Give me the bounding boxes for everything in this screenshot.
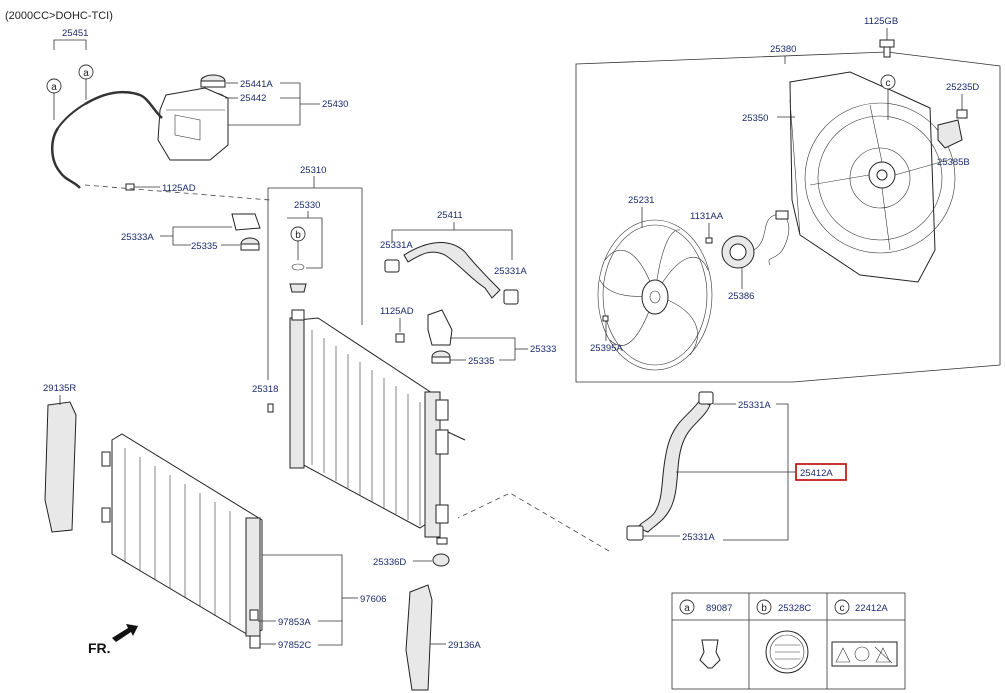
- bolt-1125ad-lower[interactable]: [395, 333, 405, 343]
- lower-hose-25412a[interactable]: [637, 399, 711, 533]
- legend-part-25328c[interactable]: 25328C: [778, 603, 811, 614]
- screw-25395a[interactable]: [602, 315, 609, 322]
- part-label-25350[interactable]: 25350: [742, 113, 768, 124]
- part-label-25331a-a[interactable]: 25331A: [380, 240, 413, 251]
- resistor-25385b[interactable]: [937, 119, 963, 149]
- part-label-29135r[interactable]: 29135R: [43, 383, 76, 394]
- part-label-1131aa[interactable]: 1131AA: [690, 211, 724, 222]
- part-label-25318[interactable]: 25318: [252, 384, 278, 395]
- part-label-25331a-b[interactable]: 25331A: [494, 266, 527, 277]
- fan-blade-25231[interactable]: [597, 219, 713, 371]
- hose-clamp-25331a-left[interactable]: [384, 259, 400, 273]
- part-label-25310[interactable]: 25310: [300, 165, 326, 176]
- part-label-25395a[interactable]: 25395A: [590, 343, 623, 354]
- part-label-25330[interactable]: 25330: [294, 200, 320, 211]
- legend-callout-c[interactable]: c: [834, 599, 850, 615]
- drain-plug-25318[interactable]: [267, 403, 274, 413]
- part-label-25411[interactable]: 25411: [437, 210, 463, 221]
- part-label-25386[interactable]: 25386: [728, 291, 754, 302]
- part-label-25331a-d[interactable]: 25331A: [682, 532, 715, 543]
- legend-part-89087[interactable]: 89087: [706, 603, 732, 614]
- svg-text:c: c: [840, 603, 845, 614]
- dashed-leader-hose: [84, 184, 271, 201]
- part-label-25331a-c[interactable]: 25331A: [738, 400, 771, 411]
- part-label-25451[interactable]: 25451: [62, 28, 88, 39]
- hose-clamp-25331a-right[interactable]: [503, 289, 519, 305]
- part-label-25412a[interactable]: 25412A: [800, 468, 833, 479]
- mount-25335-lower[interactable]: [431, 350, 451, 364]
- clip-89087-icon: [699, 639, 721, 669]
- callout-c[interactable]: c: [880, 74, 896, 90]
- connector-25235d[interactable]: [956, 94, 968, 119]
- svg-text:b: b: [761, 603, 767, 614]
- bolt-1125gb[interactable]: [879, 39, 895, 58]
- side-guard-29135r[interactable]: [44, 401, 77, 533]
- part-label-97606[interactable]: 97606: [360, 594, 386, 605]
- cap-seal-25330[interactable]: [289, 263, 307, 293]
- legend-callout-b[interactable]: b: [756, 599, 772, 615]
- label-sticker-25328c-icon: [765, 630, 809, 674]
- part-label-25235d[interactable]: 25235D: [946, 82, 979, 93]
- mount-25335-upper[interactable]: [240, 237, 260, 251]
- legend-callout-a[interactable]: a: [679, 599, 695, 615]
- part-label-25385b[interactable]: 25385B: [937, 157, 970, 168]
- warning-label-22412a-icon: [831, 641, 898, 667]
- svg-text:b: b: [295, 230, 301, 241]
- svg-text:a: a: [684, 603, 690, 614]
- callout-b[interactable]: b: [290, 226, 306, 242]
- part-label-25336d[interactable]: 25336D: [373, 557, 406, 568]
- part-label-25430[interactable]: 25430: [322, 99, 348, 110]
- upper-hose-25411[interactable]: [403, 242, 501, 299]
- mount-25336d[interactable]: [432, 537, 450, 567]
- side-guard-29136a[interactable]: [405, 584, 433, 691]
- reservoir-cap-25441a[interactable]: [200, 74, 226, 88]
- part-label-25333a[interactable]: 25333A: [121, 232, 154, 243]
- radiator-cap-neck[interactable]: [291, 309, 305, 321]
- fan-motor-25386[interactable]: [721, 210, 790, 269]
- engine-spec-header: (2000CC>DOHC-TCI): [5, 10, 113, 22]
- part-label-25335-a[interactable]: 25335: [191, 241, 217, 252]
- front-direction-label: FR.: [88, 640, 111, 656]
- desiccant-97853a[interactable]: [249, 609, 259, 621]
- condenser-97606[interactable]: [101, 433, 263, 637]
- fan-shroud-25350[interactable]: [789, 71, 956, 283]
- screw-1131aa[interactable]: [705, 223, 713, 244]
- radiator-core-25310[interactable]: [289, 317, 466, 538]
- part-label-25333[interactable]: 25333: [530, 344, 556, 355]
- bracket-25333a[interactable]: [231, 213, 261, 231]
- hose-clamp-25331a-lower[interactable]: [626, 525, 644, 541]
- part-label-97852c[interactable]: 97852C: [278, 640, 311, 651]
- part-label-29136a[interactable]: 29136A: [448, 640, 481, 651]
- bracket-25333[interactable]: [427, 309, 453, 346]
- reservoir-tank-25430[interactable]: [157, 87, 229, 161]
- callout-a-left[interactable]: a: [46, 78, 62, 94]
- plug-97852c[interactable]: [249, 635, 261, 649]
- svg-text:a: a: [83, 68, 89, 79]
- part-label-1125gb[interactable]: 1125GB: [864, 16, 898, 27]
- front-arrow-icon: [112, 624, 138, 642]
- part-label-1125ad-b[interactable]: 1125AD: [380, 306, 414, 317]
- part-label-25442[interactable]: 25442: [240, 93, 266, 104]
- callout-a-right[interactable]: a: [78, 64, 94, 80]
- part-label-25335-b[interactable]: 25335: [468, 356, 494, 367]
- legend-table: [671, 592, 906, 690]
- part-label-25231[interactable]: 25231: [628, 195, 654, 206]
- part-label-97853a[interactable]: 97853A: [278, 617, 311, 628]
- hose-clamp-25331a-upper[interactable]: [698, 391, 714, 405]
- dashed-leader-lower-hose: [457, 492, 610, 552]
- part-label-1125ad-a[interactable]: 1125AD: [162, 183, 196, 194]
- svg-text:a: a: [51, 82, 57, 93]
- svg-text:c: c: [886, 78, 891, 89]
- highlight-box-25412a: [795, 463, 847, 481]
- part-label-25380[interactable]: 25380: [770, 44, 796, 55]
- part-label-25441a[interactable]: 25441A: [240, 79, 273, 90]
- overflow-hose-25451[interactable]: [51, 90, 163, 189]
- legend-part-22412a[interactable]: 22412A: [855, 603, 888, 614]
